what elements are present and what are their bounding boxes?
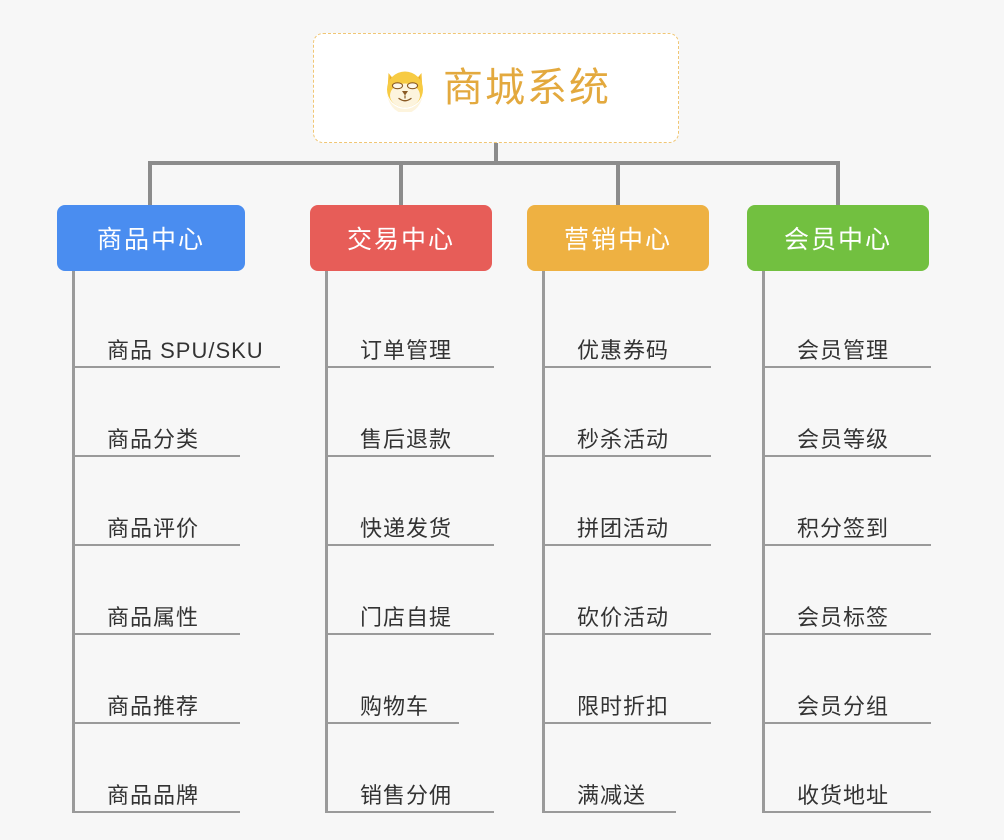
leaf-item[interactable]: 会员标签: [765, 546, 931, 635]
leaf-item[interactable]: 商品品牌: [75, 724, 264, 813]
leaf-item-label: 满减送: [577, 783, 647, 808]
leaf-item-label: 商品评价: [107, 516, 200, 541]
leaf-item-label: 商品推荐: [107, 694, 200, 719]
category-header[interactable]: 营销中心: [527, 205, 709, 271]
leaf-item-label: 商品 SPU/SKU: [107, 338, 264, 363]
category-header-label: 交易中心: [346, 226, 455, 254]
leaf-item[interactable]: 满减送: [545, 724, 709, 813]
leaf-item-label: 订单管理: [360, 338, 453, 363]
leaf-underline: [328, 366, 494, 368]
leaf-underline: [765, 722, 931, 724]
leaf-item-label: 限时折扣: [577, 694, 670, 719]
category-column: 交易中心订单管理售后退款快递发货门店自提购物车销售分佣: [310, 205, 494, 813]
leaf-item-label: 拼团活动: [577, 516, 670, 541]
leaf-underline: [545, 455, 711, 457]
leaf-item[interactable]: 会员等级: [765, 368, 931, 457]
leaf-underline: [545, 811, 676, 813]
category-column: 营销中心优惠券码秒杀活动拼团活动砍价活动限时折扣满减送: [527, 205, 711, 813]
leaf-item[interactable]: 订单管理: [328, 279, 494, 368]
leaf-item[interactable]: 优惠券码: [545, 279, 711, 368]
leaf-underline: [328, 811, 494, 813]
leaf-list: 会员管理会员等级积分签到会员标签会员分组收货地址: [762, 271, 931, 813]
leaf-item-label: 收货地址: [797, 783, 890, 808]
leaf-list: 商品 SPU/SKU 商品分类商品评价商品属性商品推荐商品品牌: [72, 271, 280, 813]
leaf-underline: [75, 722, 240, 724]
leaf-underline: [545, 544, 711, 546]
leaf-underline: [545, 722, 711, 724]
leaf-underline: [328, 722, 459, 724]
root-node[interactable]: 商城系统: [313, 33, 679, 143]
leaf-item[interactable]: 积分签到: [765, 457, 931, 546]
leaf-item-label: 砍价活动: [577, 605, 670, 630]
leaf-item[interactable]: 商品评价: [75, 457, 264, 546]
category-header-label: 商品中心: [96, 226, 205, 254]
leaf-underline: [75, 633, 240, 635]
leaf-item[interactable]: 会员管理: [765, 279, 931, 368]
leaf-underline: [765, 544, 931, 546]
leaf-underline: [328, 633, 494, 635]
category-column: 商品中心商品 SPU/SKU 商品分类商品评价商品属性商品推荐商品品牌: [57, 205, 280, 813]
leaf-item-label: 会员管理: [797, 338, 890, 363]
leaf-item[interactable]: 商品属性: [75, 546, 264, 635]
category-header-label: 营销中心: [563, 226, 672, 254]
leaf-underline: [765, 633, 931, 635]
category-header[interactable]: 商品中心: [57, 205, 245, 271]
connector-trunk-horizontal: [148, 161, 840, 165]
leaf-underline: [765, 811, 931, 813]
leaf-underline: [328, 544, 494, 546]
leaf-item[interactable]: 销售分佣: [328, 724, 494, 813]
category-header[interactable]: 会员中心: [747, 205, 929, 271]
leaf-underline: [75, 544, 240, 546]
leaf-underline: [75, 811, 240, 813]
leaf-item[interactable]: 限时折扣: [545, 635, 711, 724]
leaf-underline: [75, 366, 280, 368]
leaf-underline: [75, 455, 240, 457]
connector-drop-3: [616, 161, 620, 206]
leaf-item[interactable]: 会员分组: [765, 635, 931, 724]
leaf-item-label: 商品分类: [107, 427, 200, 452]
leaf-item-label: 优惠券码: [577, 338, 670, 363]
leaf-item[interactable]: 秒杀活动: [545, 368, 711, 457]
leaf-list: 优惠券码秒杀活动拼团活动砍价活动限时折扣满减送: [542, 271, 711, 813]
leaf-underline: [765, 455, 931, 457]
leaf-item[interactable]: 收货地址: [765, 724, 931, 813]
leaf-item-label: 积分签到: [797, 516, 890, 541]
leaf-item[interactable]: 砍价活动: [545, 546, 711, 635]
category-header-label: 会员中心: [783, 226, 892, 254]
leaf-item-label: 购物车: [360, 694, 430, 719]
connector-drop-1: [148, 161, 152, 206]
leaf-item-label: 会员标签: [797, 605, 890, 630]
leaf-item-label: 商品属性: [107, 605, 200, 630]
leaf-underline: [328, 455, 494, 457]
leaf-item-label: 会员分组: [797, 694, 890, 719]
leaf-item-label: 销售分佣: [360, 783, 453, 808]
leaf-item-label: 商品品牌: [107, 783, 200, 808]
leaf-item-label: 门店自提: [360, 605, 453, 630]
leaf-item-label: 售后退款: [360, 427, 453, 452]
shiba-dog-face-icon: [387, 71, 423, 112]
root-title: 商城系统: [443, 66, 611, 110]
leaf-item[interactable]: 快递发货: [328, 457, 494, 546]
leaf-item-label: 秒杀活动: [577, 427, 670, 452]
leaf-underline: [545, 633, 711, 635]
leaf-item[interactable]: 购物车: [328, 635, 492, 724]
leaf-item[interactable]: 门店自提: [328, 546, 494, 635]
connector-trunk-vertical: [494, 143, 498, 165]
leaf-list: 订单管理售后退款快递发货门店自提购物车销售分佣: [325, 271, 494, 813]
category-header[interactable]: 交易中心: [310, 205, 492, 271]
leaf-underline: [765, 366, 931, 368]
leaf-item[interactable]: 售后退款: [328, 368, 494, 457]
leaf-item-label: 会员等级: [797, 427, 890, 452]
connector-drop-4: [836, 161, 840, 206]
category-column: 会员中心会员管理会员等级积分签到会员标签会员分组收货地址: [747, 205, 931, 813]
leaf-underline: [545, 366, 711, 368]
leaf-item-label: 快递发货: [360, 516, 453, 541]
leaf-item[interactable]: 商品分类: [75, 368, 264, 457]
leaf-item[interactable]: 商品推荐: [75, 635, 264, 724]
leaf-item[interactable]: 拼团活动: [545, 457, 711, 546]
leaf-item[interactable]: 商品 SPU/SKU: [75, 279, 280, 368]
connector-drop-2: [399, 161, 403, 206]
